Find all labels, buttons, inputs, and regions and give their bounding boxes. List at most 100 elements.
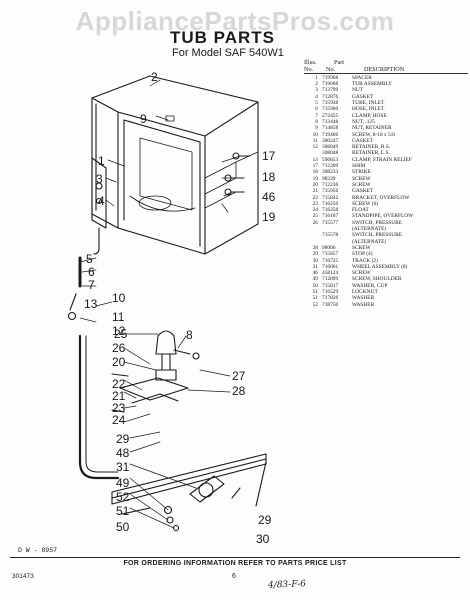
item-number: 9 xyxy=(315,125,318,132)
item-number: 20 xyxy=(312,181,318,188)
parts-list-header-row-1: Illus. Part xyxy=(304,59,468,67)
part-description: GASKET xyxy=(352,93,374,100)
item-number: 30 xyxy=(312,257,318,264)
part-number: 715857 xyxy=(322,251,339,258)
part-description: WASHER xyxy=(352,301,375,308)
part-number: 712899 xyxy=(322,276,339,283)
callout-5: 5 xyxy=(86,252,93,266)
item-number: 11 xyxy=(312,137,318,144)
part-number: 716529 xyxy=(322,288,339,295)
part-description: NUT, RETAINER xyxy=(352,125,392,132)
page-title: TUB PARTS xyxy=(170,28,276,47)
item-number: 51 xyxy=(312,288,318,295)
callout-4: 4 xyxy=(98,194,105,208)
item-number: 10 xyxy=(312,131,318,138)
part-number: 716258 xyxy=(322,207,339,214)
item-number: 49 xyxy=(312,276,318,283)
callout-50: 50 xyxy=(116,520,130,534)
part-description: TRACK (2) xyxy=(352,257,378,264)
callout-31: 31 xyxy=(116,460,130,474)
part-number: 716167 xyxy=(322,213,339,220)
callout-13: 13 xyxy=(84,297,98,311)
part-number: 717826 xyxy=(322,295,339,302)
callout-51: 51 xyxy=(116,504,130,518)
part-number: 716725 xyxy=(322,257,339,264)
drawing-number: D W - 8957 xyxy=(18,547,58,554)
item-number: 52 xyxy=(312,301,318,308)
inlet-tube-drawing xyxy=(67,157,107,321)
item-number: 21 xyxy=(312,188,318,195)
part-description: SCREW xyxy=(352,175,371,182)
callout-46: 46 xyxy=(262,190,276,204)
part-number: 300247 xyxy=(322,137,339,144)
parts-list-header-row-2: No. No. DESCRIPTION xyxy=(304,65,468,74)
callout-30: 30 xyxy=(256,532,270,546)
model-subtitle: For Model SAF 540W1 xyxy=(172,47,284,59)
callout-7: 7 xyxy=(88,278,95,292)
part-number: 713448 xyxy=(322,118,339,125)
tub-assembly-drawing xyxy=(91,75,259,255)
callout-29a: 29 xyxy=(116,432,130,446)
callout-21: 21 xyxy=(112,389,126,403)
item-number: 51 xyxy=(312,295,318,302)
callout-26: 26 xyxy=(112,341,126,355)
part-number: 98006 xyxy=(322,244,336,251)
item-number: 29 xyxy=(312,251,318,258)
item-number: 25 xyxy=(312,213,318,220)
part-description: GASKET xyxy=(352,188,374,195)
part-number: 715578 xyxy=(322,232,339,239)
callout-1: 1 xyxy=(98,154,105,168)
part-description: NUT, .125 xyxy=(352,118,375,125)
item-number: 26 xyxy=(312,219,318,226)
header-no: No. xyxy=(304,65,314,73)
part-number: 715842 xyxy=(322,194,339,201)
part-description: (ALTERNATE) xyxy=(352,238,387,245)
part-number: 715817 xyxy=(322,282,339,289)
part-description: CLAMP, HOSE xyxy=(352,112,387,119)
part-description: HOSE, INLET xyxy=(352,106,385,113)
part-description: TUBE, INLET xyxy=(352,100,385,107)
item-number: 1 xyxy=(315,74,318,81)
item-number: 12 xyxy=(312,144,318,151)
leader-lines xyxy=(79,79,241,529)
part-description: TUB ASSEMBLY xyxy=(352,81,393,88)
footer-rule xyxy=(10,557,460,558)
part-description: (ALTERNATE) xyxy=(352,226,387,233)
handwritten-note: 4/83-F-6 xyxy=(267,579,307,591)
page-number: 6 xyxy=(232,573,236,580)
item-number: 7 xyxy=(315,112,318,119)
callout-12: 12 xyxy=(112,324,126,338)
overflow-standpipe-drawing xyxy=(78,330,200,480)
part-number: 719068 xyxy=(322,81,339,88)
parts-list-row: (ALTERNATE) xyxy=(304,226,468,232)
parts-list-row: (ALTERNATE) xyxy=(304,239,468,245)
part-description: SCREW xyxy=(352,270,371,277)
header-illus: Illus. xyxy=(304,59,317,66)
callout-48: 48 xyxy=(116,446,130,460)
item-number: 17 xyxy=(312,163,318,170)
parts-list-row: 30 716725 TRACK (2) xyxy=(304,258,468,264)
callout-19: 19 xyxy=(262,210,276,224)
part-number: 715938 xyxy=(322,100,339,107)
part-number: 713799 xyxy=(322,87,339,94)
callout-17: 17 xyxy=(262,149,276,163)
